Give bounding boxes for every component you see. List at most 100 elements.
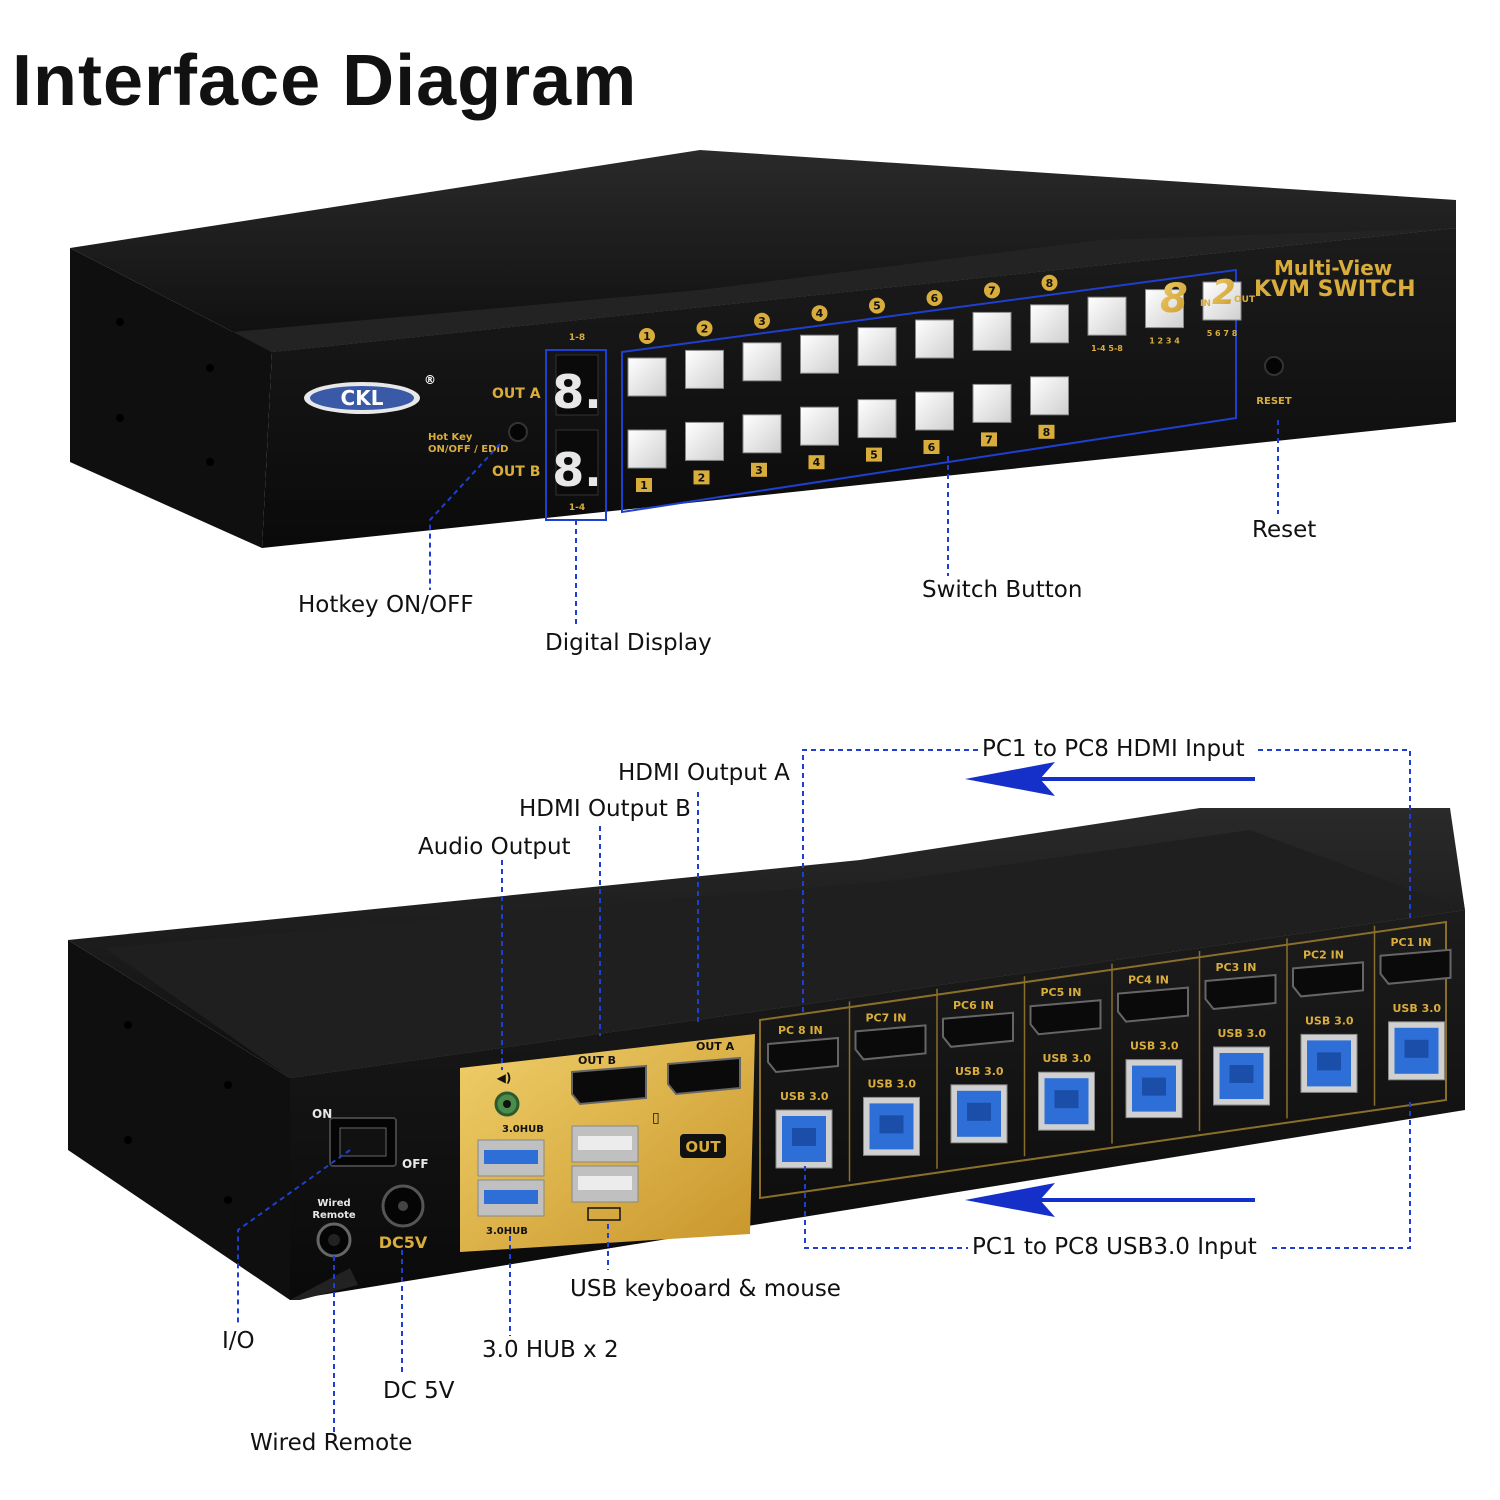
usb-b-port-tongue [1054,1090,1079,1109]
hdmi-input-port[interactable] [854,1024,927,1061]
switch-button-top-2[interactable] [685,349,724,389]
pc-port-label: PC1 IN [1391,936,1432,949]
mode-button-3[interactable] [1202,281,1242,321]
hdmi-output-a-port[interactable] [667,1056,741,1096]
dc-jack-pin [398,1201,408,1211]
hotkey-label-1: Hot Key [428,432,473,443]
wired-remote-jack-center [328,1234,340,1246]
switch-button-top-5[interactable] [857,327,897,367]
bottom-number-badge [636,478,652,492]
usb-flow-arrow [965,1183,1255,1217]
hdmi-input-port[interactable] [1292,961,1364,998]
hdmi-input-port[interactable] [767,1036,839,1074]
front-callout-lines [429,420,1279,628]
mouse-icon: ▯ [652,1110,660,1126]
switch-button-top-3[interactable] [742,342,782,382]
mode-icon-label: 1-4 5-8 [1091,344,1123,353]
switch-button-bottom-4[interactable] [800,406,839,446]
on-label: ON [312,1107,332,1121]
hotkey-button[interactable] [508,422,528,442]
hdmi-input-port[interactable] [1117,986,1189,1023]
top-number-badge [696,320,713,337]
usb-keyboard-port-tongue [578,1176,632,1190]
switch-button-bottom-3[interactable] [742,414,782,454]
top-number: 5 [873,300,881,313]
pc-port-label: PC 8 IN [778,1024,823,1037]
usb-port-label: USB 3.0 [1043,1052,1092,1065]
bottom-number: 3 [755,464,763,477]
usb-hub-port-2-tongue [484,1190,538,1204]
switch-button-frame [621,268,1237,514]
switch-button-top-1[interactable] [627,357,667,397]
off-label: OFF [402,1157,429,1171]
top-number-badge [926,290,943,306]
switch-button-top-4[interactable] [800,334,839,374]
bottom-number: 2 [698,471,706,484]
hdmi-input-port[interactable] [1029,999,1102,1036]
top-number: 3 [758,315,766,328]
hdmi-output-b-port[interactable] [571,1064,647,1106]
callout-reset: Reset [1252,517,1317,543]
callout-hdmi-output-b: HDMI Output B [519,796,691,822]
display-top-tag: 1-8 [569,333,585,343]
bottom-number-badge [1038,424,1055,439]
digital-display: 8. 8. 1-8 1-4 [545,333,607,521]
speaker-icon: ◀) [497,1071,512,1085]
usb-b-port-tongue [879,1115,904,1134]
usb-port-label: USB 3.0 [1393,1002,1442,1015]
bottom-number-badge [866,447,882,462]
mode-button-2[interactable] [1145,289,1184,329]
bottom-number: 4 [813,456,821,469]
screw-hole [224,1081,232,1089]
mode-icon-label: 5 6 7 8 [1207,329,1238,338]
hdmi-input-port[interactable] [1379,948,1452,985]
switch-button-bottom-2[interactable] [685,421,724,461]
switch-button-top-6[interactable] [915,319,954,359]
callout-hdmi-input: PC1 to PC8 HDMI Input [982,736,1245,762]
top-number-badge [984,282,1000,299]
switch-button-top-8[interactable] [1030,304,1069,344]
usb-port-label: USB 3.0 [780,1090,829,1103]
switch-button-bottom-1[interactable] [627,429,667,469]
pc-port-label: PC2 IN [1303,948,1344,961]
usb-b-port-tongue [792,1128,816,1146]
mode-button-1[interactable] [1087,296,1127,336]
page-title: Interface Diagram [12,41,638,121]
top-number: 1 [643,330,651,343]
screw-hole [116,414,124,422]
hdmi-out-a-label: OUT A [696,1040,735,1053]
mode-icon-label: 1 2 3 4 [1149,337,1180,346]
switch-button-bottom-7[interactable] [972,383,1012,423]
usb-port-label: USB 3.0 [955,1065,1004,1078]
bottom-number: 1 [640,479,648,492]
hdmi-input-port[interactable] [942,1011,1014,1048]
callout-dc: DC 5V [383,1378,455,1404]
wired-remote-label-1: Wired [317,1198,350,1209]
model-out: OUT [1234,295,1256,305]
top-number: 2 [701,322,709,335]
switch-button-top-7[interactable] [972,311,1012,351]
usb-b-port-tongue [1404,1039,1429,1058]
out-a-label: OUT A [492,386,541,402]
callout-digital-display: Digital Display [545,630,712,656]
bottom-number-badge [981,432,997,447]
screw-hole [206,458,214,466]
callout-io: I/O [222,1328,255,1354]
reset-button[interactable] [1264,356,1284,376]
screw-hole [206,364,214,372]
digit-b: 8. [552,443,601,497]
switch-button-bottom-8[interactable] [1030,376,1069,416]
callout-switch-button: Switch Button [922,577,1083,603]
pc-port-label: PC5 IN [1041,986,1082,999]
hdmi-input-port[interactable] [1204,973,1277,1011]
switch-button-bottom-5[interactable] [857,399,897,439]
top-number-badge [1041,274,1058,291]
model-in: IN [1200,299,1211,309]
display-bottom-tag: 1-4 [569,503,585,513]
rear-callout-lines [237,749,1411,1432]
model-eight: 8 [1160,276,1188,322]
switch-button-bottom-6[interactable] [915,391,954,431]
hdmi-flow-arrow [965,762,1255,796]
